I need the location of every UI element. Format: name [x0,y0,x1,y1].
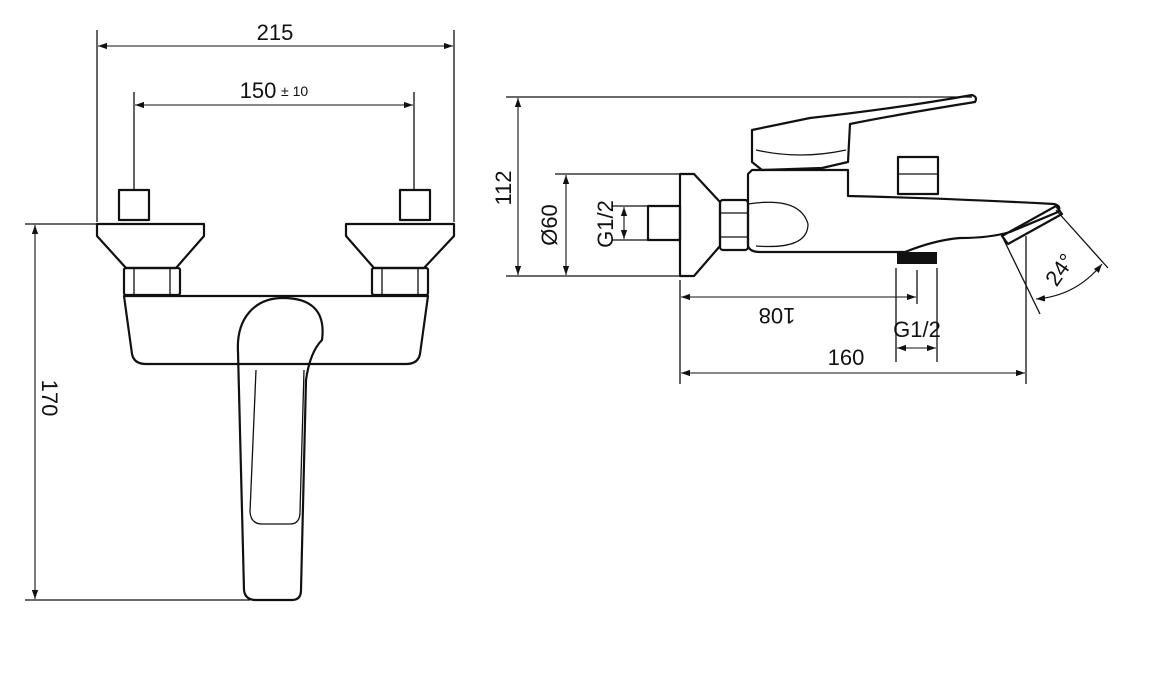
lever-handle [236,296,324,602]
lever-inner-face [249,369,305,525]
dim-outlet-offset: 108 [759,303,796,328]
front-view: 215 150 ± 10 170 [25,20,456,602]
dim-flange-diameter: Ø60 [537,204,562,246]
right-inlet-stub [398,188,432,222]
dim-overall-width: 215 [257,20,294,45]
inlet-connector [646,204,682,242]
spout-axis-line [1001,235,1041,315]
left-hex-nut [122,266,182,297]
spout-body [746,168,1061,254]
right-escutcheon [344,222,456,270]
diverter-knob [896,155,940,196]
side-view: 112 Ø60 G1/2 108 G1/2 160 24° [491,93,1109,384]
spout-outlet [1000,204,1064,246]
dim-centers-tolerance: ± 10 [281,83,308,99]
left-inlet-stub [117,188,151,222]
dim-spout-angle: 24° [1040,249,1080,291]
outlet-thread [897,252,937,264]
angle-arc [1035,263,1103,302]
lever-detail [755,149,847,156]
wall-flange [678,172,722,278]
dim-overall-length: 160 [828,345,865,370]
mixer-body [122,294,430,366]
left-escutcheon [95,222,206,270]
hex-nut [718,198,750,252]
dim-projection-height: 112 [491,170,516,205]
dim-centers: 150 [240,78,277,103]
side-lever [750,93,978,172]
dim-height: 170 [37,380,62,417]
dim-inlet-thread: G1/2 [593,200,618,248]
spout-face-line [1055,209,1109,269]
body-curve [747,201,809,248]
dim-outlet-thread: G1/2 [893,317,941,342]
right-hex-nut [370,266,430,297]
